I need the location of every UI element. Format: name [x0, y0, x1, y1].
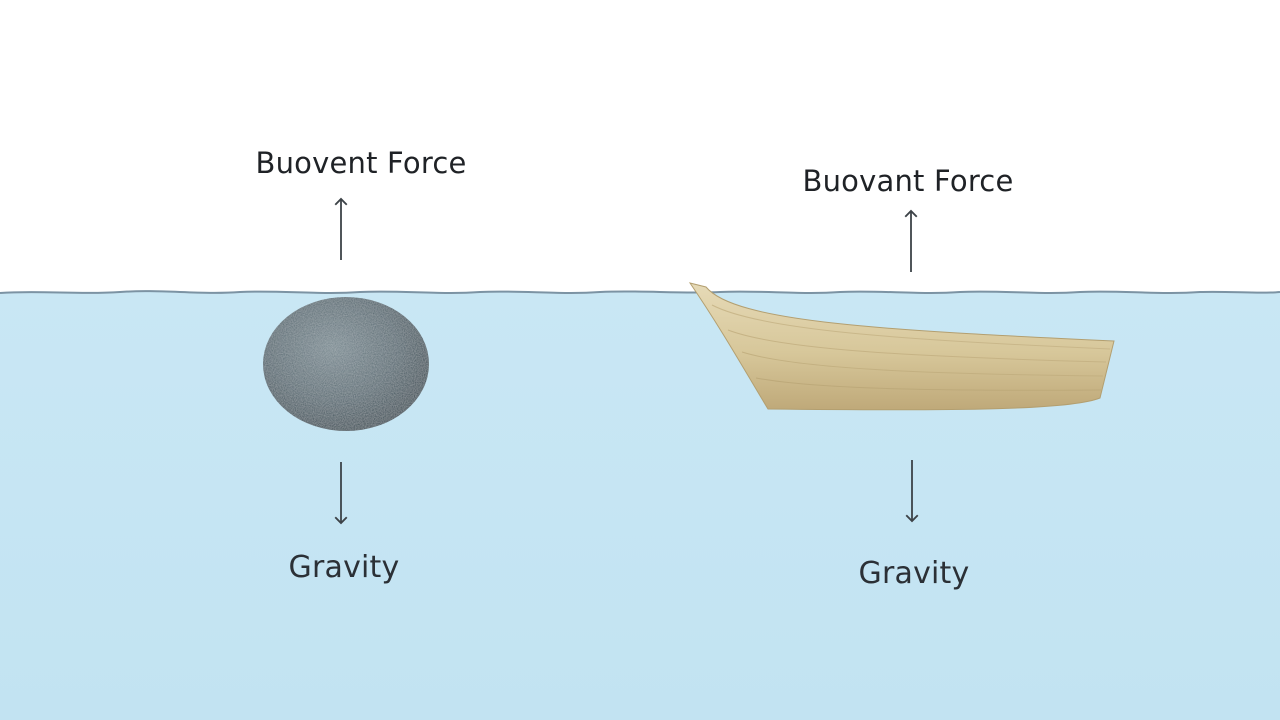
buoyant-force-label-left: Buovent Force: [255, 146, 467, 180]
boat: [688, 282, 1115, 411]
buoyant-force-label-right: Buovant Force: [802, 164, 1014, 198]
stone: [263, 297, 429, 431]
gravity-label-right: Gravity: [858, 556, 970, 591]
gravity-label-left: Gravity: [288, 550, 400, 585]
water-surface-line: [0, 290, 1280, 294]
